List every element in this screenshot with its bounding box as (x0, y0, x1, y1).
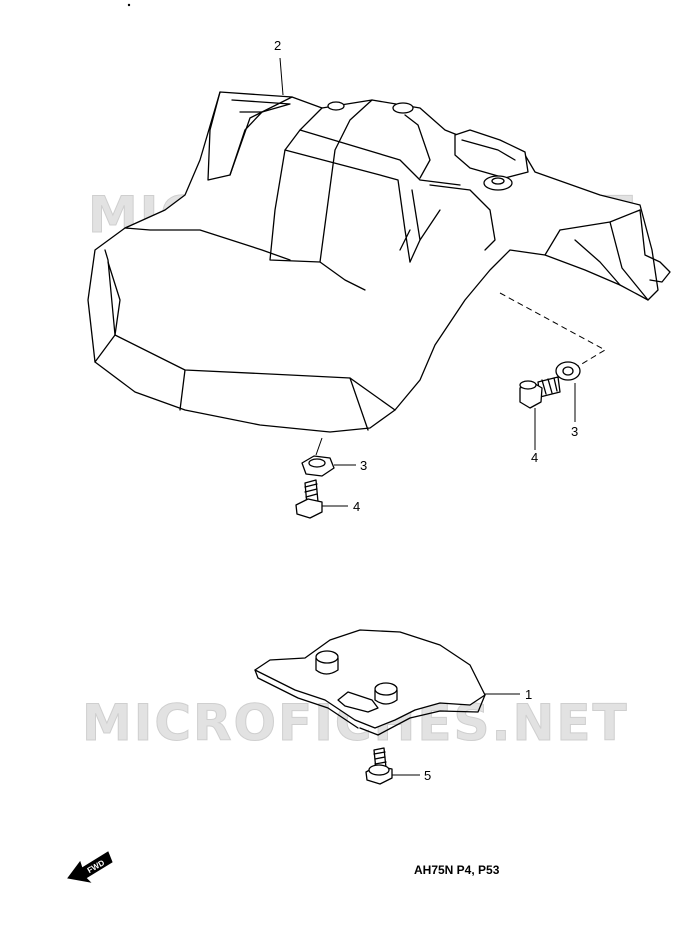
callout-4-right: 4 (531, 450, 538, 465)
callout-5: 5 (424, 768, 431, 783)
bolt-left-part-4[interactable] (295, 479, 323, 519)
rear-fender-part-2[interactable] (87, 91, 671, 433)
plate-boss-left (315, 650, 339, 675)
bolt-right-part-4[interactable] (519, 376, 561, 409)
callout-3-right: 3 (571, 424, 578, 439)
bolt-part-5[interactable] (365, 747, 393, 785)
callout-4-left: 4 (353, 499, 360, 514)
callout-3-left: 3 (360, 458, 367, 473)
callout-2: 2 (274, 38, 281, 53)
washer-right-part-3[interactable] (555, 361, 581, 381)
forward-arrow-icon: FWD (67, 851, 113, 883)
plate-boss-right (374, 682, 398, 705)
skid-plate-part-1[interactable] (254, 629, 486, 736)
nut-left-part-3[interactable] (301, 455, 335, 477)
page-code: AH75N P4, P53 (414, 863, 500, 877)
callout-1: 1 (525, 687, 532, 702)
